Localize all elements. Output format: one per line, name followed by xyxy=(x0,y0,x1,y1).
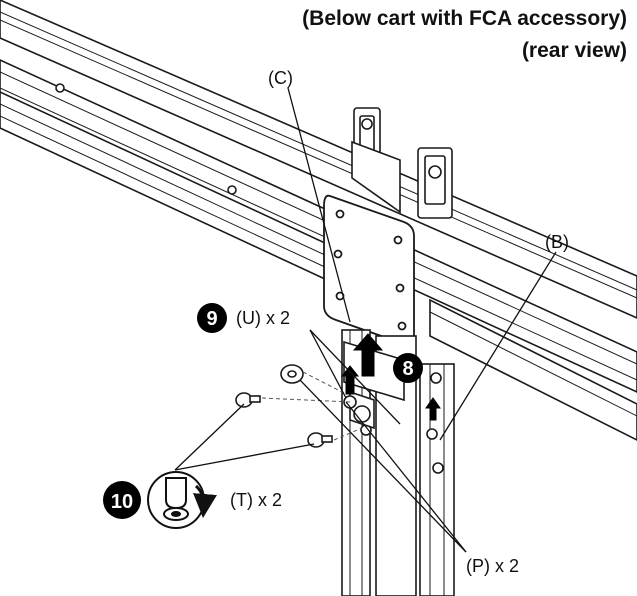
screwdriver-rotate-icon xyxy=(147,471,217,529)
movement-arrows xyxy=(340,333,441,421)
step-9-badge: 9 xyxy=(197,303,227,333)
leader-lines xyxy=(174,87,557,553)
step-10-badge: 10 xyxy=(103,481,141,519)
top-clamps xyxy=(351,107,453,219)
label-b: (B) xyxy=(545,232,569,252)
step-10-number: 10 xyxy=(111,491,133,513)
washer-u xyxy=(280,364,304,384)
step-8-number: 8 xyxy=(402,358,413,380)
label-u: (U) x 2 xyxy=(236,308,290,328)
label-t: (T) x 2 xyxy=(230,490,282,510)
diagram-subtitle: (rear view) xyxy=(521,39,627,62)
step-9-number: 9 xyxy=(206,308,217,330)
lower-rail xyxy=(0,91,637,441)
diagram-title: (Below cart with FCA accessory) xyxy=(302,7,627,30)
label-c: (C) xyxy=(268,68,293,88)
screws-t xyxy=(235,392,333,448)
step-8-badge: 8 xyxy=(393,353,423,383)
alignment-lines xyxy=(261,371,363,441)
upper-rail xyxy=(0,0,637,393)
label-p: (P) x 2 xyxy=(466,556,519,576)
mounting-plate-c xyxy=(323,194,415,346)
